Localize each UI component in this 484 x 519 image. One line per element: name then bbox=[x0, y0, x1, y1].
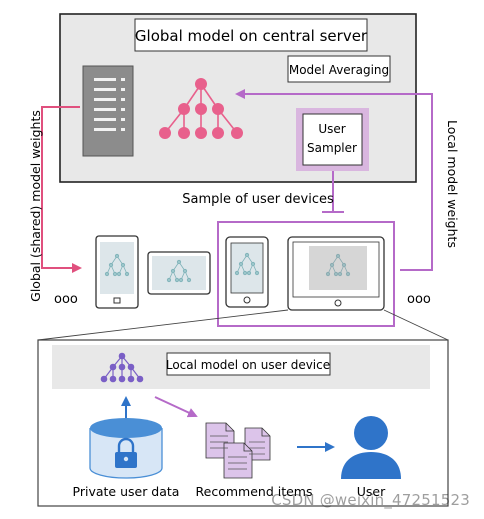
large-tablet-device bbox=[287, 236, 385, 311]
global-weights-label: Global (shared) model weights bbox=[28, 110, 43, 302]
local-model-box bbox=[166, 352, 331, 376]
sample-of-user-devices-label: Sample of user devices bbox=[182, 192, 334, 207]
server-title-box bbox=[134, 18, 368, 52]
model-to-items-arrow bbox=[154, 396, 198, 418]
user-sampler-label-2: Sampler bbox=[307, 141, 357, 155]
user-sampler-label-1: User bbox=[318, 122, 345, 136]
zoom-line-left bbox=[37, 309, 289, 341]
server-rack-icon bbox=[82, 65, 134, 157]
global-model-tree-icon bbox=[159, 78, 243, 139]
user-label: User bbox=[357, 484, 386, 499]
server-title: Global model on central server bbox=[135, 27, 368, 45]
private-data-label: Private user data bbox=[73, 484, 180, 499]
recommend-items-label: Recommend items bbox=[196, 484, 313, 499]
local-model-tree-icon bbox=[100, 352, 144, 383]
watermark: CSDN @weixin_47251523 bbox=[271, 491, 470, 509]
ellipsis-right: ooo bbox=[407, 292, 431, 307]
recommended-items-icon bbox=[205, 422, 271, 479]
zoom-line-right bbox=[383, 309, 449, 341]
model-averaging-box bbox=[287, 55, 391, 83]
phone-device-1 bbox=[95, 235, 139, 309]
local-model-label: Local model on user device bbox=[166, 358, 330, 372]
sampled-devices-frame bbox=[217, 221, 395, 327]
model-averaging-label: Model Averaging bbox=[289, 63, 389, 77]
local-weights-label: Local model weights bbox=[445, 120, 460, 248]
phone-device-2 bbox=[225, 236, 269, 308]
tablet-device bbox=[147, 251, 211, 295]
user-sampler-box bbox=[302, 113, 363, 166]
local-weights-arrow bbox=[235, 89, 433, 271]
database-lock-icon bbox=[89, 418, 163, 479]
ellipsis-left: ooo bbox=[54, 292, 78, 307]
user-icon bbox=[341, 416, 401, 479]
global-weights-arrow bbox=[41, 106, 82, 273]
